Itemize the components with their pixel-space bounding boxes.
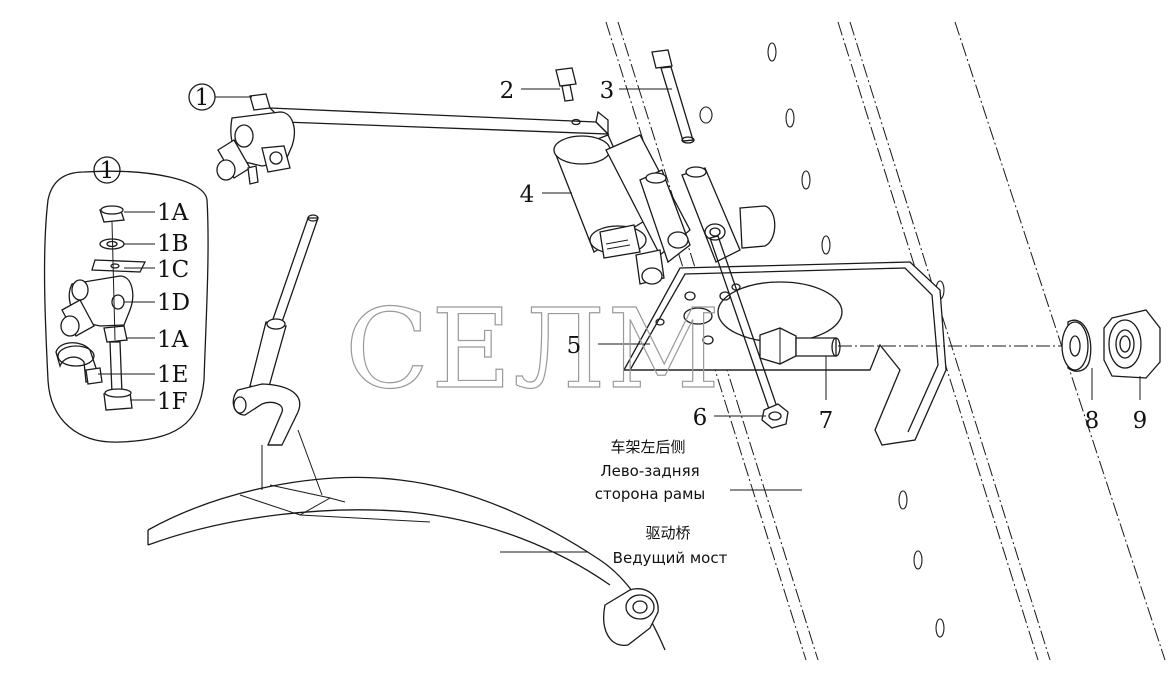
axle-label-ru: Ведущий мост	[613, 549, 728, 567]
bolt-3	[651, 49, 695, 144]
axle-label-cn: 驱动桥	[645, 524, 690, 542]
callout-circle-1-detail	[93, 156, 121, 184]
callout-1D: 1D	[157, 290, 190, 316]
callout-1F: 1F	[157, 389, 188, 415]
frame-label-cn: 车架左后侧	[610, 438, 685, 456]
callout-circle-1-top	[188, 83, 216, 111]
lever-arm	[216, 93, 610, 185]
callout-1A-top: 1A	[157, 200, 189, 226]
callout-5: 5	[567, 333, 582, 359]
leader-lines	[98, 88, 1141, 553]
callout-1A-bottom: 1A	[157, 327, 189, 353]
callout-8: 8	[1085, 408, 1100, 434]
link-rod	[232, 214, 323, 496]
bolt-7	[759, 327, 841, 365]
height-sensor	[553, 134, 776, 285]
callout-6: 6	[693, 405, 708, 431]
callout-1E: 1E	[157, 362, 188, 388]
drive-axle	[147, 476, 666, 651]
frame-label-ru-line2: сторона рамы	[595, 485, 706, 503]
callout-3: 3	[600, 78, 615, 104]
nut-6	[761, 403, 789, 429]
callout-9: 9	[1133, 408, 1148, 434]
callout-4: 4	[520, 182, 535, 208]
callout-1-top: 1	[195, 85, 210, 111]
callout-7: 7	[819, 408, 834, 434]
frame-label-ru-line1: Лево-задняя	[600, 462, 699, 480]
callout-2: 2	[500, 78, 515, 104]
nut-9	[1103, 309, 1161, 379]
callout-1B: 1B	[157, 231, 189, 257]
watermark: СЕЛМ	[345, 285, 722, 413]
bolt-2	[555, 67, 577, 102]
washer-8	[1061, 319, 1092, 372]
detail-panel	[43, 170, 209, 443]
callout-1-detail: 1	[100, 158, 115, 184]
callout-1C: 1C	[157, 257, 189, 283]
